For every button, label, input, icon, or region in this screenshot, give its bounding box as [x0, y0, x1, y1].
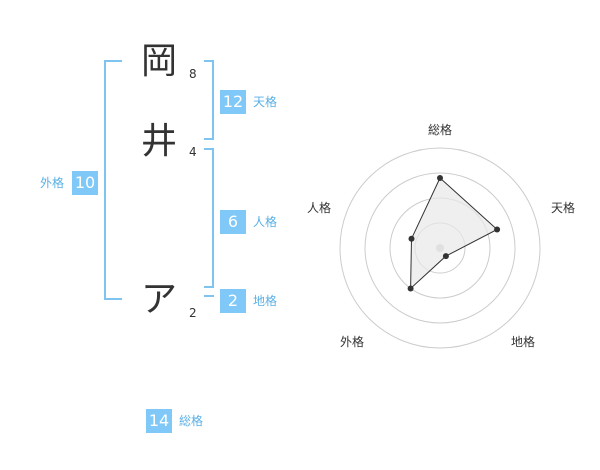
jinkaku-badge: 6	[220, 210, 246, 234]
radar-point	[407, 285, 414, 292]
tenkaku-label: 天格	[253, 95, 278, 109]
stroke-count-1: 8	[189, 67, 197, 81]
tenkaku-badge: 12	[220, 90, 246, 114]
stroke-count-2: 4	[189, 145, 197, 159]
radar-ring	[364, 172, 516, 324]
radar-label-chikaku: 地格	[511, 335, 536, 349]
gaikaku-bracket	[104, 60, 122, 300]
jinkaku-bracket	[204, 148, 214, 288]
radar-label-jinkaku: 人格	[307, 201, 332, 215]
radar-ring	[339, 147, 541, 349]
gaikaku-label: 外格	[40, 176, 65, 190]
chikaku-connector	[204, 295, 214, 297]
radar-point	[494, 226, 501, 233]
radar-label-tenkaku: 天格	[551, 201, 576, 215]
jinkaku-label: 人格	[253, 215, 278, 229]
radar-point	[442, 253, 449, 260]
chikaku-label: 地格	[253, 294, 278, 308]
name-char-2: 井	[140, 121, 177, 162]
radar-label-gaikaku: 外格	[340, 335, 365, 349]
stroke-count-3: 2	[189, 306, 197, 320]
soukaku-badge: 14	[146, 409, 172, 433]
name-char-1: 岡	[140, 41, 177, 82]
radar-label-soukaku: 総格	[428, 123, 453, 137]
radar-point	[408, 235, 415, 242]
radar-point	[437, 175, 443, 181]
tenkaku-bracket	[204, 60, 214, 140]
gaikaku-badge: 10	[72, 171, 98, 195]
chikaku-badge: 2	[220, 289, 246, 313]
soukaku-label: 総格	[179, 414, 204, 428]
radar-polygon	[410, 177, 498, 290]
name-char-3: ア	[140, 279, 177, 320]
